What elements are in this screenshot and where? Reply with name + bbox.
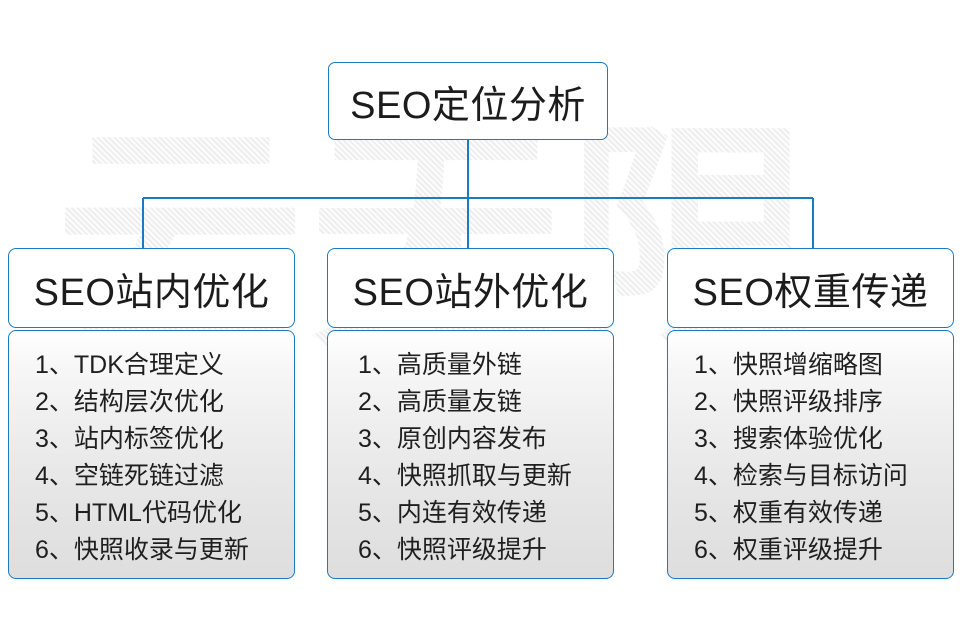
branch-header-seo-offsite[interactable]: SEO站外优化 (327, 248, 614, 328)
branch-header-label: SEO权重传递 (692, 271, 929, 314)
list-item: 6、权重评级提升 (694, 536, 883, 564)
list-item: 4、检索与目标访问 (694, 462, 908, 490)
list-item: 5、权重有效传递 (694, 499, 883, 527)
list-item: 2、高质量友链 (358, 388, 522, 416)
root-node[interactable]: SEO定位分析 (328, 62, 608, 140)
list-item: 6、快照收录与更新 (35, 536, 249, 564)
list-item: 6、快照评级提升 (358, 536, 547, 564)
list-item: 5、HTML代码优化 (35, 499, 242, 527)
list-item: 1、快照增缩略图 (694, 351, 883, 379)
branch-body-seo-onsite: 1、TDK合理定义 2、结构层次优化 3、站内标签优化 4、空链死链过滤 5、H… (8, 330, 295, 579)
list-item: 1、TDK合理定义 (35, 351, 224, 379)
root-node-label: SEO定位分析 (350, 84, 586, 127)
branch-header-seo-weight[interactable]: SEO权重传递 (667, 248, 954, 328)
branch-header-label: SEO站外优化 (352, 271, 589, 314)
list-item: 4、快照抓取与更新 (358, 462, 572, 490)
branch-column-seo-onsite: SEO站内优化 1、TDK合理定义 2、结构层次优化 3、站内标签优化 4、空链… (8, 248, 295, 579)
branch-column-seo-offsite: SEO站外优化 1、高质量外链 2、高质量友链 3、原创内容发布 4、快照抓取与… (327, 248, 614, 579)
list-item: 3、原创内容发布 (358, 425, 547, 453)
list-item: 4、空链死链过滤 (35, 462, 224, 490)
list-item: 3、站内标签优化 (35, 425, 224, 453)
list-item: 5、内连有效传递 (358, 499, 547, 527)
branch-column-seo-weight: SEO权重传递 1、快照增缩略图 2、快照评级排序 3、搜索体验优化 4、检索与… (667, 248, 954, 579)
list-item: 2、快照评级排序 (694, 388, 883, 416)
branch-body-seo-weight: 1、快照增缩略图 2、快照评级排序 3、搜索体验优化 4、检索与目标访问 5、权… (667, 330, 954, 579)
branch-header-label: SEO站内优化 (33, 271, 270, 314)
list-item: 1、高质量外链 (358, 351, 522, 379)
branch-header-seo-onsite[interactable]: SEO站内优化 (8, 248, 295, 328)
list-item: 2、结构层次优化 (35, 388, 224, 416)
branch-body-seo-offsite: 1、高质量外链 2、高质量友链 3、原创内容发布 4、快照抓取与更新 5、内连有… (327, 330, 614, 579)
list-item: 3、搜索体验优化 (694, 425, 883, 453)
